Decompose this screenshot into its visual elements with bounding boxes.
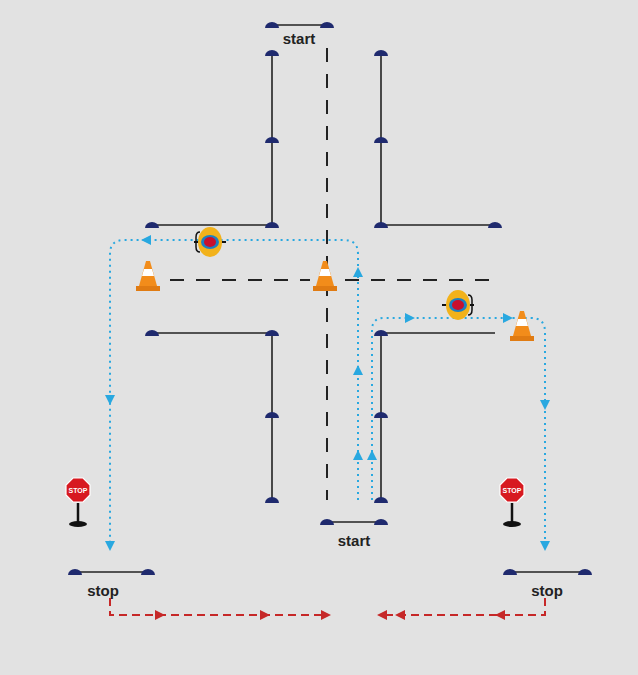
marker-dot <box>374 330 388 336</box>
car-body <box>446 290 470 320</box>
arrow-head <box>503 313 513 323</box>
marker-dot <box>503 569 517 575</box>
return-paths <box>110 598 545 615</box>
arrow-head <box>321 610 331 620</box>
arrow-head <box>141 235 151 245</box>
marker-dot <box>320 22 334 28</box>
sign-pole <box>511 503 514 522</box>
arrow-head <box>353 267 363 277</box>
arrow-head <box>260 610 270 620</box>
stop-signs <box>66 478 524 527</box>
sign-text: STOP <box>503 487 522 494</box>
marker-dot <box>265 50 279 56</box>
road-edges <box>75 25 585 572</box>
marker-dot <box>578 569 592 575</box>
traffic-cones <box>136 261 534 341</box>
marker-dot <box>374 519 388 525</box>
position-label: stop <box>531 582 563 599</box>
drive-paths <box>110 240 545 548</box>
cone-stripe <box>319 269 331 276</box>
position-label: start <box>283 30 316 47</box>
arrow-head <box>540 541 550 551</box>
marker-dot <box>374 50 388 56</box>
marker-dot <box>374 497 388 503</box>
position-label: stop <box>87 582 119 599</box>
sign-pole <box>77 503 80 522</box>
cone-stripe <box>142 269 154 276</box>
cone-body <box>139 261 157 286</box>
arrow-head <box>395 610 405 620</box>
marker-dots <box>68 22 592 575</box>
cone-base <box>313 286 337 291</box>
car-roof <box>204 237 216 247</box>
cone-base <box>510 336 534 341</box>
arrow-head <box>540 400 550 410</box>
marker-dot <box>68 569 82 575</box>
sign-base <box>503 521 521 527</box>
marker-dot <box>145 222 159 228</box>
arrow-head <box>377 610 387 620</box>
stop-sign <box>500 478 524 502</box>
arrow-head <box>155 610 165 620</box>
cone-stripe <box>516 319 528 326</box>
cone-body <box>513 311 531 336</box>
marker-dot <box>141 569 155 575</box>
position-label: start <box>338 532 371 549</box>
marker-dot <box>265 412 279 418</box>
car-window <box>449 298 467 312</box>
marker-dot <box>374 412 388 418</box>
marker-dot <box>320 519 334 525</box>
arrow-head <box>353 365 363 375</box>
cone-body <box>316 261 334 286</box>
marker-dot <box>265 497 279 503</box>
cars <box>194 227 474 320</box>
sign-base <box>69 521 87 527</box>
marker-dot <box>265 330 279 336</box>
arrow-head <box>353 450 363 460</box>
sign-text: STOP <box>69 487 88 494</box>
arrow-head <box>105 395 115 405</box>
center-lines <box>170 48 490 500</box>
car-body <box>198 227 222 257</box>
arrow-head <box>367 450 377 460</box>
marker-dot <box>488 222 502 228</box>
marker-dot <box>145 330 159 336</box>
arrow-head <box>495 610 505 620</box>
marker-dot <box>265 222 279 228</box>
arrow-head <box>105 541 115 551</box>
path-arrows <box>105 235 550 620</box>
marker-dot <box>265 137 279 143</box>
stop-sign <box>66 478 90 502</box>
car-window <box>201 235 219 249</box>
cone-base <box>136 286 160 291</box>
car-roof <box>452 300 464 310</box>
marker-dot <box>374 222 388 228</box>
marker-dot <box>265 22 279 28</box>
marker-dot <box>374 137 388 143</box>
arrow-head <box>405 313 415 323</box>
